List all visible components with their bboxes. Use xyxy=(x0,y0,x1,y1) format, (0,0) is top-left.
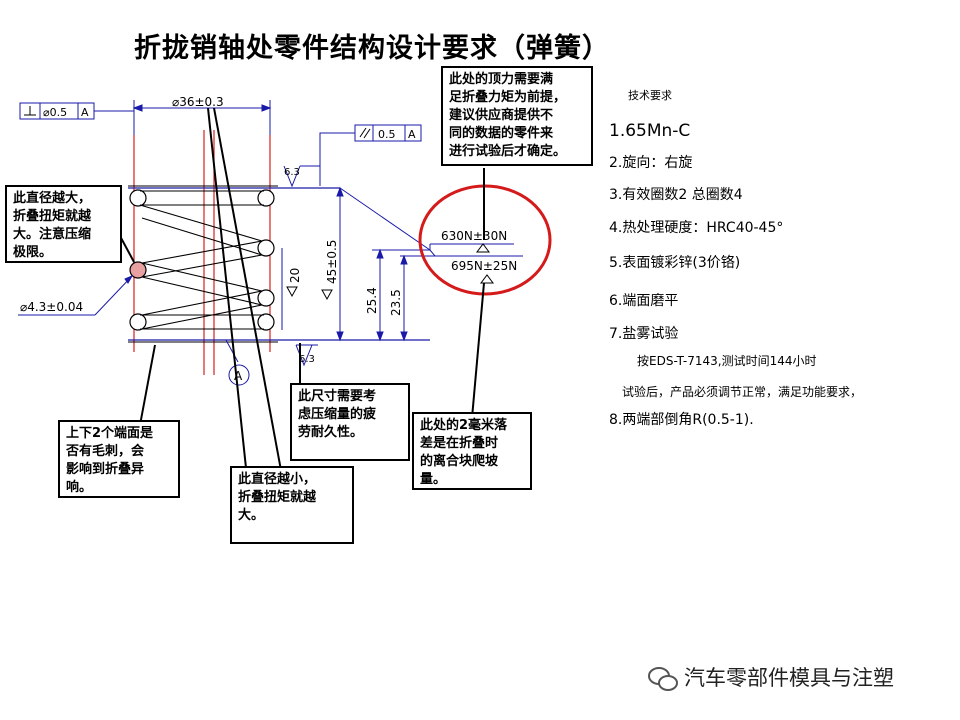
callout-fatigue: 此尺寸需要考 虑压缩量的疲 劳耐久性。 xyxy=(290,383,410,461)
callout-2mm-drop: 此处的2毫米落 差是在折叠时 的离合块爬坡 量。 xyxy=(412,412,532,490)
wire-diameter-text: ⌀4.3±0.04 xyxy=(20,300,83,314)
requirement-item: 按EDS-T-7143,测试时间144小时 xyxy=(637,354,817,368)
datum-circle xyxy=(228,364,250,386)
outer-diameter-text: ⌀36±0.3 xyxy=(172,95,224,109)
requirement-item: 4.热处理硬度：HRC40-45° xyxy=(609,220,784,236)
dim-20-text: 20 xyxy=(288,268,302,283)
requirement-item: 1.65Mn-C xyxy=(609,121,691,141)
requirement-item: 2.旋向：右旋 xyxy=(609,155,693,171)
perp-datum-text: A xyxy=(81,106,89,119)
force-695-text: 695N±25N xyxy=(451,259,517,273)
callout-top-force: 此处的顶力需要满 足折叠力矩为前提， 建议供应商提供不 同的数据的零件来 进行试… xyxy=(441,66,593,166)
requirement-item: 8.两端部倒角R(0.5-1). xyxy=(609,412,754,428)
coil-sections xyxy=(129,189,275,331)
requirement-item: 试验后，产品必须调节正常，满足功能要求， xyxy=(622,385,863,399)
parallel-tolerance-text: 0.5 xyxy=(378,128,396,141)
page-title: 折拢销轴处零件结构设计要求（弹簧） xyxy=(134,33,610,64)
requirement-item: 3.有效圈数2 总圈数4 xyxy=(609,187,743,203)
watermark-text: 汽车零部件模具与注塑 xyxy=(684,666,894,690)
requirement-item: 7.盐雾试验 xyxy=(609,326,679,342)
requirements-heading: 技术要求 xyxy=(628,89,672,102)
requirement-item: 6.端面磨平 xyxy=(609,293,679,309)
roughness-bottom-text: 6.3 xyxy=(299,354,315,365)
parallel-datum-text: A xyxy=(408,128,416,141)
force-630-text: 630N±30N xyxy=(441,229,507,243)
callout-small-diameter: 此直径越小， 折叠扭矩就越 大。 xyxy=(230,466,354,544)
perp-tolerance-text: ⌀0.5 xyxy=(43,106,67,119)
requirement-item: 5.表面镀彩锌(3价铬) xyxy=(609,255,741,271)
datum-a-text: A xyxy=(234,369,243,383)
callout-large-diameter: 此直径越大， 折叠扭矩就越 大。注意压缩 极限。 xyxy=(5,185,122,263)
wechat-icon xyxy=(648,667,678,691)
perpendicularity-frame xyxy=(19,102,134,120)
callout-end-burr: 上下2个端面是 否有毛刺，会 影响到折叠异 响。 xyxy=(58,420,180,498)
dim-23-5-text: 23.5 xyxy=(389,289,403,316)
dim-25-4-text: 25.4 xyxy=(365,287,379,314)
dim-45-text: 45±0.5 xyxy=(325,240,339,284)
parallelism-frame xyxy=(319,124,422,186)
roughness-top-text: 6.3 xyxy=(284,167,300,178)
